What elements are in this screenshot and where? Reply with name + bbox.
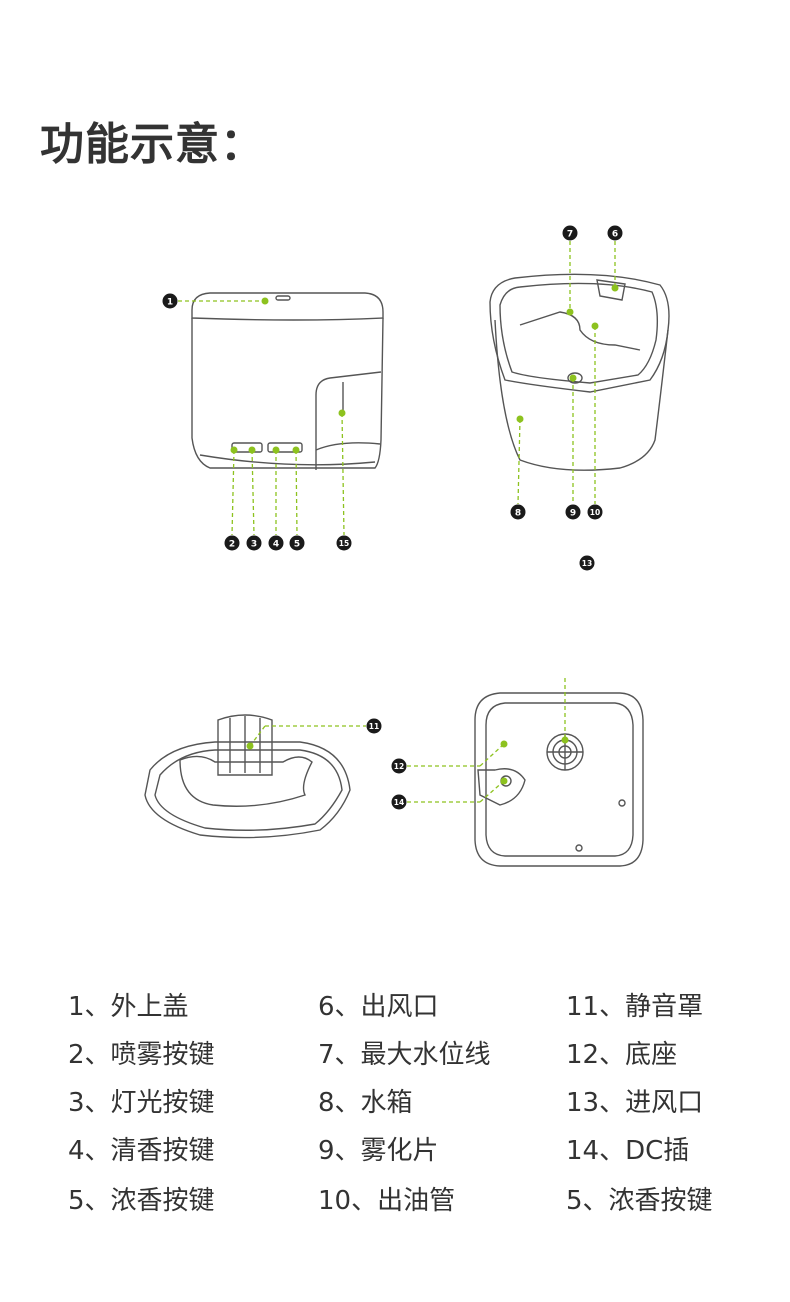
svg-text:2: 2	[229, 540, 235, 550]
legend-item: 10、出油管	[318, 1186, 456, 1216]
svg-text:3: 3	[251, 540, 257, 550]
legend-item: 6、出风口	[318, 992, 439, 1022]
number-markers: 1 2 3 4 5 6 7 8 9 10 11 12 13 14 15	[162, 225, 623, 810]
marker-1: 1	[162, 293, 178, 309]
marker-7: 7	[562, 225, 578, 241]
device-front-view	[191, 292, 384, 470]
legend-item: 3、灯光按键	[68, 1088, 215, 1118]
legend-item: 7、最大水位线	[318, 1040, 491, 1070]
svg-text:9: 9	[570, 509, 576, 519]
legend-item: 8、水箱	[318, 1088, 413, 1118]
svg-text:8: 8	[515, 509, 521, 519]
marker-15: 15	[336, 535, 352, 551]
marker-9: 9	[565, 504, 581, 520]
svg-text:7: 7	[567, 230, 573, 240]
device-bottom-view	[474, 692, 644, 867]
svg-text:6: 6	[612, 230, 618, 240]
marker-13: 13	[579, 555, 595, 571]
callout-dots	[230, 284, 619, 785]
marker-8: 8	[510, 504, 526, 520]
legend-item: 1、外上盖	[68, 992, 189, 1022]
svg-text:13: 13	[582, 559, 592, 568]
legend-item: 14、DC插	[566, 1136, 690, 1166]
base-with-cover-view	[144, 714, 351, 839]
svg-text:14: 14	[394, 798, 404, 807]
svg-text:1: 1	[167, 298, 173, 308]
legend-item: 12、底座	[566, 1040, 678, 1070]
svg-text:4: 4	[273, 540, 279, 550]
marker-2: 2	[224, 535, 240, 551]
legend-item: 2、喷雾按键	[68, 1040, 215, 1070]
marker-12: 12	[391, 758, 407, 774]
marker-10: 10	[587, 504, 603, 520]
page-title: 功能示意：	[40, 119, 265, 170]
marker-14: 14	[391, 794, 407, 810]
legend-item: 13、进风口	[566, 1088, 704, 1118]
legend-item: 5、浓香按键	[68, 1186, 215, 1216]
product-diagram: 1 2 3 4 5 6 7 8 9 10 11 12 13 14 15	[144, 225, 670, 867]
marker-5: 5	[289, 535, 305, 551]
svg-text:11: 11	[369, 722, 379, 731]
legend-item: 9、雾化片	[318, 1136, 439, 1166]
legend-item: 11、静音罩	[566, 992, 704, 1022]
svg-text:5: 5	[294, 540, 300, 550]
marker-6: 6	[607, 225, 623, 241]
marker-3: 3	[246, 535, 262, 551]
svg-text:12: 12	[394, 762, 404, 771]
legend-item: 5、浓香按键	[566, 1186, 713, 1216]
legend-item: 4、清香按键	[68, 1136, 215, 1166]
svg-text:10: 10	[590, 508, 600, 517]
marker-4: 4	[268, 535, 284, 551]
svg-text:15: 15	[339, 539, 349, 548]
marker-11: 11	[366, 718, 382, 734]
device-tank-view	[489, 273, 670, 471]
leader-lines	[178, 241, 616, 803]
